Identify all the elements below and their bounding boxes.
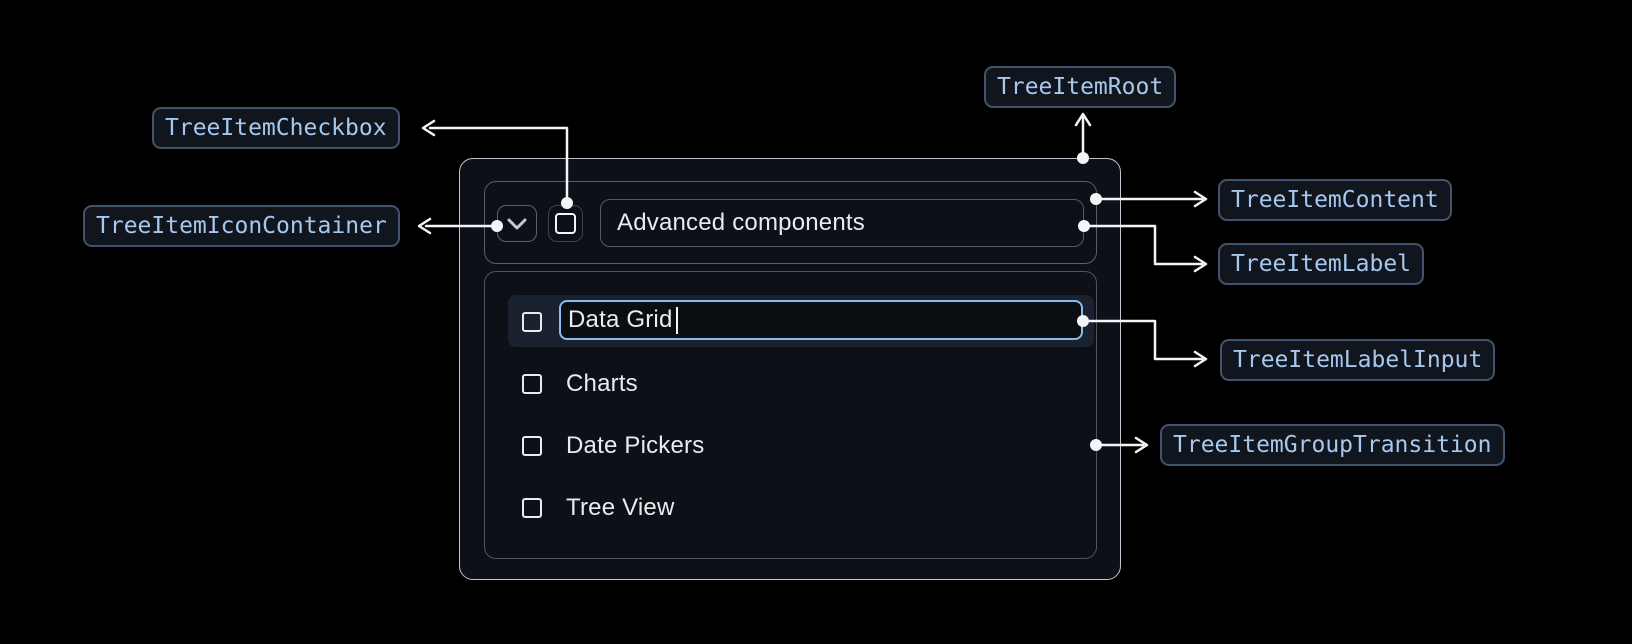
tree-item-root (459, 158, 1121, 580)
arrow-root (1074, 112, 1092, 164)
tree-item-content[interactable] (484, 181, 1097, 264)
annotation-chip-checkbox: TreeItemCheckbox (152, 107, 400, 149)
annotation-chip-label: TreeItemLabel (1218, 243, 1425, 285)
annotation-chip-group-transition: TreeItemGroupTransition (1160, 424, 1505, 466)
annotation-chip-root: TreeItemRoot (984, 66, 1177, 108)
item-checkbox-data-grid[interactable] (522, 312, 542, 332)
tree-item-label-text: Advanced components (617, 209, 865, 236)
item-checkbox-date-pickers[interactable] (522, 436, 542, 456)
tree-item-label[interactable]: Advanced components (600, 199, 1084, 247)
tree-item-icon-container[interactable] (497, 205, 537, 242)
text-cursor (675, 306, 678, 334)
annotation-chip-icon-container: TreeItemIconContainer (83, 205, 400, 247)
tree-row-label-date-pickers[interactable]: Date Pickers (566, 432, 705, 459)
item-checkbox-tree-view[interactable] (522, 498, 542, 518)
annotation-chip-content: TreeItemContent (1218, 179, 1452, 221)
tree-item-group-transition (484, 271, 1097, 559)
item-checkbox-charts[interactable] (522, 374, 542, 394)
annotation-chip-label-input: TreeItemLabelInput (1220, 339, 1496, 381)
checkbox-unchecked-icon (555, 213, 576, 234)
tree-row-label-charts[interactable]: Charts (566, 370, 638, 397)
tree-row-label-tree-view[interactable]: Tree View (566, 494, 675, 521)
chevron-down-icon (506, 217, 528, 231)
label-input-value: Data Grid (568, 306, 673, 333)
tree-item-checkbox[interactable] (548, 205, 583, 242)
tree-item-label-input[interactable]: Data Grid (559, 300, 1083, 340)
